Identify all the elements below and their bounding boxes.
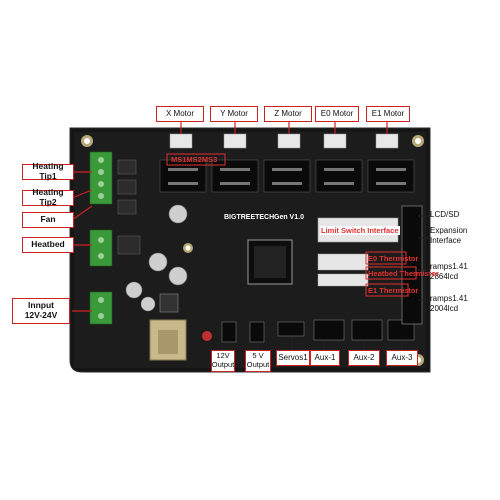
output-5v-label: 5 V Output (245, 350, 271, 372)
y-motor-connector (223, 133, 247, 149)
e1-thermistor-label: E1 Thermistor (368, 286, 419, 295)
e1-motor-connector (375, 133, 399, 149)
heatbed-label: Heatbed (22, 237, 74, 253)
aux1-label: Aux-1 (310, 350, 340, 366)
limit-switch-label: Limit Switch Interface (320, 226, 400, 235)
e0-driver-socket (315, 159, 363, 193)
fan-label: Fan (22, 212, 74, 228)
e0-thermistor-label: E0 Thermistor (368, 254, 419, 263)
reset-button (202, 331, 212, 341)
heating-tip2-label: Heating Tip2 (22, 187, 74, 207)
z-motor-label: Z Motor (264, 106, 312, 122)
inductor (159, 293, 179, 313)
heatbed-terminal-block (89, 229, 113, 267)
power-input-label: Innput 12V-24V (12, 298, 70, 324)
mcu-chip (247, 239, 293, 285)
capacitor (168, 204, 188, 224)
e1-motor-label: E1 Motor (366, 106, 410, 122)
servos-label: Servos1 (276, 350, 310, 366)
aux3-label: Aux-3 (386, 350, 418, 366)
y-driver-socket (211, 159, 259, 193)
brand-label: BIGTREETECH (224, 214, 275, 221)
heater-fan-terminal-block (89, 151, 113, 205)
heatbed-thermistor-label: Heatbed Thermistor (368, 269, 439, 278)
e0-motor-label: E0 Motor (315, 106, 359, 122)
x-motor-connector (169, 133, 193, 149)
ramps-2004-label: ramps1.41 2004lcd (430, 294, 468, 313)
e1-driver-socket (367, 159, 415, 193)
gen-label: Gen V1.0 (274, 214, 304, 221)
x-motor-label: X Motor (156, 106, 204, 122)
capacitor (125, 281, 143, 299)
heating-tip1-label: Heating Tip1 (22, 161, 74, 181)
z-motor-connector (277, 133, 301, 149)
output-12v-label: 12V Output (211, 350, 235, 372)
y-motor-label: Y Motor (210, 106, 258, 122)
power-input-terminal-block (89, 291, 113, 325)
e0-motor-connector (323, 133, 347, 149)
lcd-sd-label: LCD/SD (430, 210, 460, 219)
ramps-2864-label: ramps1.41 2864lcd (430, 262, 468, 281)
capacitor (148, 252, 168, 272)
capacitor (168, 266, 188, 286)
exp-header (401, 205, 423, 325)
z-driver-socket (263, 159, 311, 193)
ms-pins-highlight (166, 153, 226, 166)
aux2-label: Aux-2 (348, 350, 380, 366)
capacitor (140, 296, 156, 312)
expansion-label: Expansion Interface (430, 226, 468, 245)
ms-pins-label: MS1MS2MS3 (171, 155, 218, 164)
